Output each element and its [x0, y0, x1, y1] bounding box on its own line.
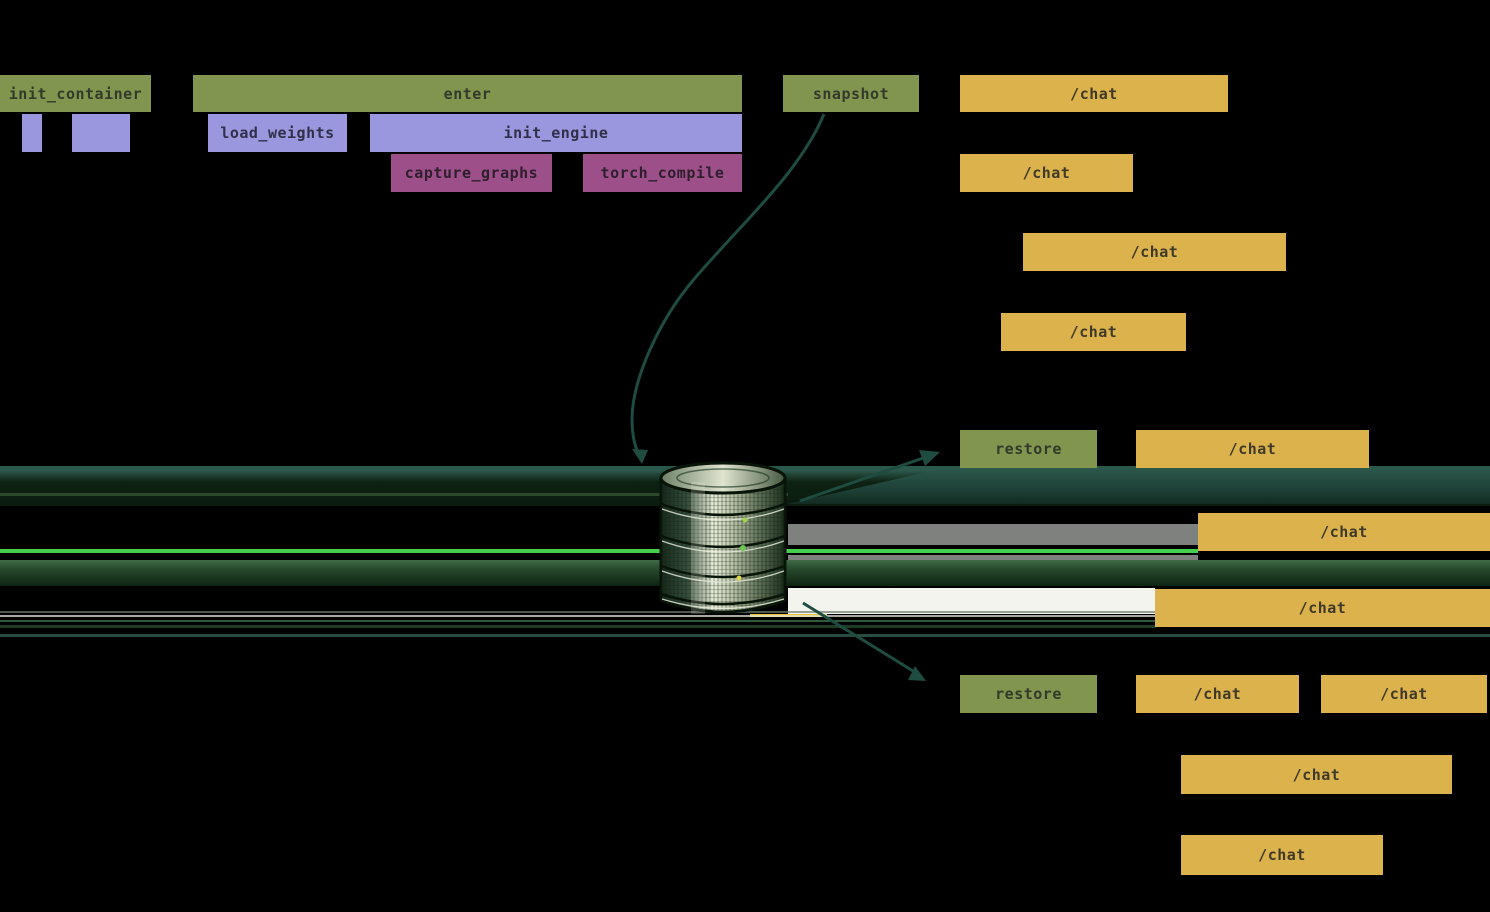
chat-request-bar: /chat — [1181, 755, 1452, 794]
span-init-engine: init_engine — [370, 114, 742, 152]
chat-request-bar: /chat — [1136, 675, 1299, 713]
streak-gray-band-1 — [788, 524, 1198, 545]
chat-request-bar: /chat — [1181, 835, 1383, 875]
streak-pinstripe-green-1 — [0, 620, 1156, 622]
span-snapshot: snapshot — [783, 75, 919, 112]
span-worker-small-1 — [22, 114, 42, 152]
streak-gray-band-2 — [788, 555, 1198, 561]
streak-pinstripe-white — [0, 615, 1490, 617]
span-capture-graphs: capture_graphs — [391, 154, 552, 192]
span-torch-compile: torch_compile — [583, 154, 742, 192]
streak-dark-green-band — [0, 560, 1490, 586]
streak-pinstripe-green-2 — [0, 625, 1156, 628]
chat-request-bar: /chat — [1155, 589, 1490, 627]
streak-bright-green-line — [0, 549, 1198, 553]
span-load-weights: load_weights — [208, 114, 347, 152]
streak-pinstripe-teal — [0, 634, 1490, 637]
chat-request-bar: /chat — [1321, 675, 1487, 713]
chat-request-bar: /chat — [1136, 430, 1369, 468]
streak-thin-green-line — [0, 493, 788, 496]
chat-request-bar: /chat — [960, 75, 1228, 112]
restore-bar: restore — [960, 430, 1097, 468]
chat-request-bar: /chat — [960, 154, 1133, 192]
chat-request-bar: /chat — [1023, 233, 1286, 271]
restore-bar: restore — [960, 675, 1097, 713]
chat-request-bar: /chat — [1198, 513, 1490, 551]
span-worker-small-2 — [72, 114, 130, 152]
chat-request-bar: /chat — [1001, 313, 1186, 351]
span-init-container: init_container — [0, 75, 151, 112]
span-enter: enter — [193, 75, 742, 112]
